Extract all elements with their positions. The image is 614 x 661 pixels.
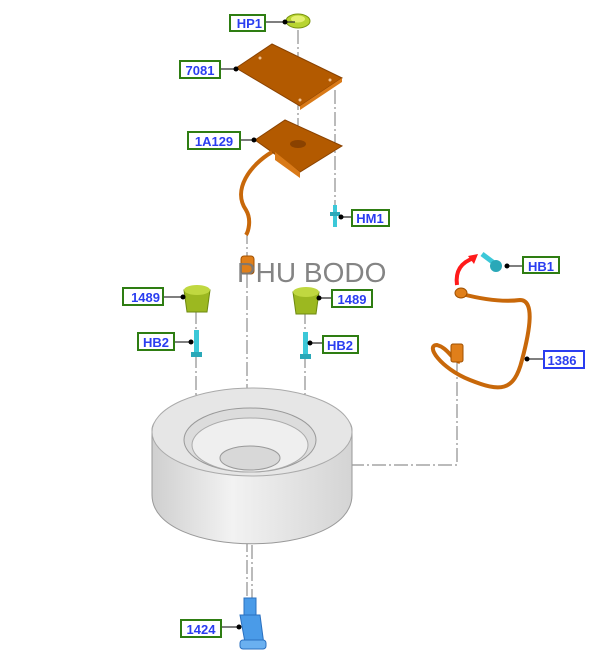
part-hm1-bolt (330, 205, 340, 227)
rotation-arrow-icon (454, 256, 475, 286)
callout-hb2-left[interactable]: HB2 (137, 332, 194, 351)
callout-label: HP1 (237, 16, 262, 31)
part-1489-bumper-right (292, 287, 320, 315)
callout-label: HB2 (143, 335, 169, 350)
callout-label: 1386 (548, 353, 577, 368)
callout-label: 1489 (338, 292, 367, 307)
callout-label: 1A129 (195, 134, 233, 149)
callout-1424[interactable]: 1424 (180, 619, 242, 638)
part-1a129-bracket (239, 119, 344, 275)
callout-hp1[interactable]: HP1 (229, 14, 295, 32)
callout-hb1[interactable]: HB1 (504, 256, 560, 274)
callout-7081[interactable]: 7081 (179, 60, 239, 79)
part-1489-bumper-left (183, 285, 211, 313)
part-hb1-bolt (480, 252, 502, 272)
callout-label: HM1 (356, 211, 383, 226)
part-hb2-bolt-left (191, 330, 202, 357)
part-spare-tire (151, 387, 353, 545)
part-hp1-cap (285, 13, 311, 29)
callout-1a129[interactable]: 1A129 (187, 131, 257, 150)
callout-label: 7081 (186, 63, 215, 78)
callout-1489-left[interactable]: 1489 (122, 287, 186, 306)
callout-label: 1489 (131, 290, 160, 305)
callout-hm1[interactable]: HM1 (338, 209, 390, 227)
watermark: PHU BODO (237, 257, 386, 288)
callout-label: HB1 (528, 259, 554, 274)
callout-label: HB2 (327, 338, 353, 353)
callout-hb2-right[interactable]: HB2 (307, 335, 359, 354)
callout-label: 1424 (187, 622, 217, 637)
callout-1489-right[interactable]: 1489 (316, 289, 373, 308)
callout-1386[interactable]: 1386 (524, 350, 585, 369)
part-1386-hose (430, 287, 532, 390)
part-hb2-bolt-right (300, 332, 311, 359)
rotation-arrowhead-icon (468, 254, 478, 264)
part-7081-plate (235, 43, 344, 110)
part-1424-jack (239, 597, 267, 650)
